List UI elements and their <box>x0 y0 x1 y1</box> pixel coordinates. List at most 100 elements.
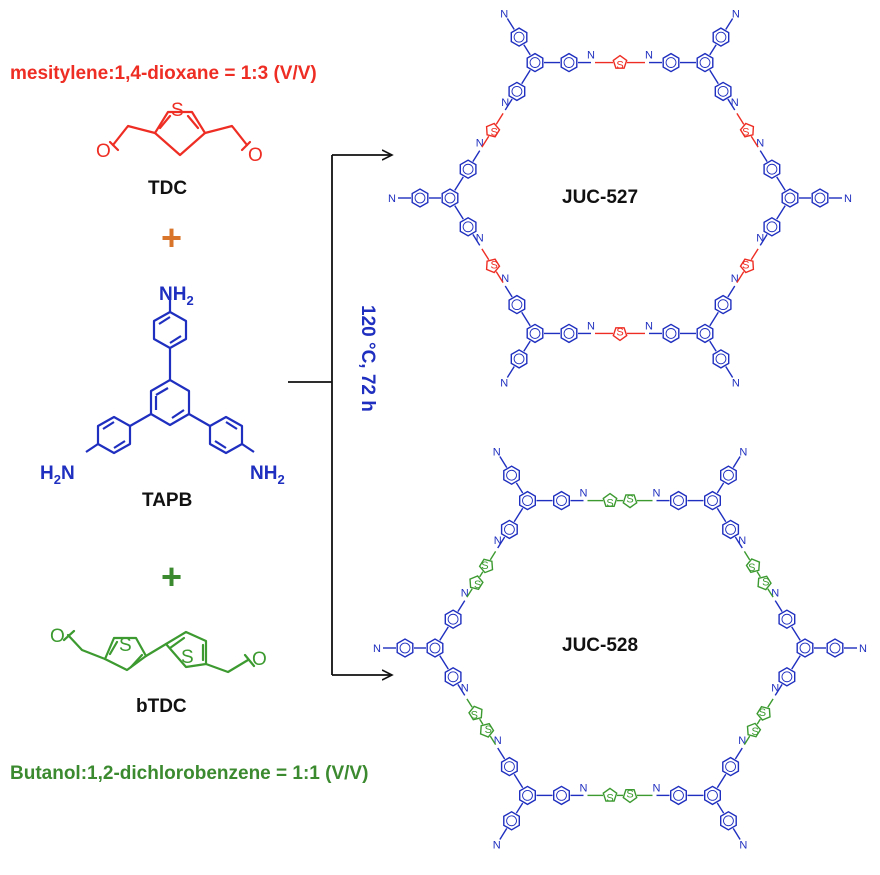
bond <box>759 150 768 162</box>
thiophene-ring <box>602 492 618 507</box>
tapb-amine-right: NH2 <box>250 463 285 487</box>
thiophene-ring <box>602 787 618 802</box>
phenyl-ring <box>508 294 526 315</box>
bond <box>504 285 513 298</box>
linker-bond <box>743 735 751 745</box>
linker-bond <box>750 248 759 261</box>
phenyl-ring-aromatic <box>462 163 474 175</box>
bond <box>513 507 524 523</box>
nitrogen-atom: N <box>501 273 509 285</box>
imine-bond <box>732 828 741 840</box>
bond <box>759 234 768 246</box>
outer-phenyl-ring <box>503 810 520 831</box>
outer-bond <box>523 44 531 56</box>
tapb-core-ring-aromatic <box>529 57 541 68</box>
thiophene-ring <box>622 494 638 509</box>
linker-bond <box>495 113 504 125</box>
btdc-oxygen-left: O <box>50 626 65 647</box>
outer-bond <box>709 340 717 352</box>
thiophene-ring <box>756 705 771 721</box>
bond <box>513 773 524 789</box>
outer-phenyl-ring <box>396 638 414 658</box>
btdc-structure <box>62 629 256 674</box>
phenyl-ring-aromatic <box>781 671 793 683</box>
phenyl-ring-aromatic <box>665 328 677 339</box>
tapb-core-ring <box>696 52 714 73</box>
phenyl-ring-aromatic <box>556 789 567 801</box>
outer-phenyl-ring <box>811 188 829 208</box>
bond <box>709 311 719 327</box>
outer-phenyl-ring <box>503 465 520 486</box>
nitrogen-atom: N <box>738 535 746 547</box>
phenyl-ring-aromatic <box>781 613 793 625</box>
sulfur-atom: S <box>481 560 488 572</box>
tapb-core-ring <box>426 638 444 658</box>
phenyl-ring <box>444 609 462 630</box>
phenyl-ring-aromatic <box>462 221 474 233</box>
nitrogen-atom: N <box>587 320 595 332</box>
plus-icon-bottom: + <box>161 556 182 597</box>
tapb-core-ring-aromatic <box>707 789 718 801</box>
nitrogen-atom: N <box>501 97 509 109</box>
bond <box>472 150 481 162</box>
imine-bond <box>506 18 515 30</box>
phenyl-ring <box>459 159 477 180</box>
nitrogen-atom: N <box>373 643 381 655</box>
sulfur-atom: S <box>742 260 749 272</box>
linker-bond <box>489 551 497 561</box>
reaction-condition: 120 °C, 72 h <box>357 305 378 412</box>
thiophene-ring <box>612 327 628 342</box>
bond <box>521 69 531 85</box>
bond <box>776 176 786 191</box>
nitrogen-atom: N <box>738 735 746 747</box>
sulfur-atom: S <box>748 562 755 574</box>
phenyl-ring <box>560 52 578 73</box>
outer-phenyl-ring <box>510 27 528 47</box>
outer-phenyl-ring-aromatic <box>506 815 517 827</box>
nitrogen-atom: N <box>461 682 469 694</box>
outer-phenyl-ring <box>510 349 528 369</box>
phenyl-ring <box>670 490 687 511</box>
phenyl-ring-aromatic <box>556 495 567 507</box>
phenyl-ring <box>459 216 477 237</box>
outer-bond <box>523 340 531 352</box>
phenyl-ring <box>500 756 518 777</box>
linker-bond <box>736 113 745 125</box>
outer-bond <box>515 482 524 494</box>
tdc-thiophene-ring <box>153 110 207 157</box>
outer-phenyl-ring-aromatic <box>513 31 525 43</box>
tapb-core-ring <box>696 323 714 344</box>
bond <box>454 205 464 220</box>
tdc-aldehyde-left <box>111 124 157 147</box>
tapb-core-ring <box>519 785 536 806</box>
juc-527-label: JUC-527 <box>562 187 638 208</box>
sulfur-atom: S <box>626 494 633 506</box>
bond <box>504 98 513 111</box>
tapb-label: TAPB <box>142 490 192 511</box>
nitrogen-atom: N <box>731 273 739 285</box>
nitrogen-atom: N <box>732 8 740 20</box>
imine-bond <box>499 828 508 840</box>
btdc-aldehyde-right <box>204 658 250 674</box>
imine-bond <box>499 456 508 468</box>
phenyl-ring-aromatic <box>563 328 575 339</box>
phenyl-ring-aromatic <box>504 761 515 772</box>
btdc-thiophene-left <box>103 636 148 672</box>
bond <box>791 626 801 641</box>
phenyl-ring <box>722 756 740 777</box>
tdc-oxygen-right: O <box>248 145 263 166</box>
linker-bond <box>481 135 490 148</box>
imine-bond <box>732 456 741 468</box>
outer-phenyl-ring-aromatic <box>414 192 426 204</box>
tdc-oxygen-left: O <box>96 141 111 162</box>
phenyl-ring-aromatic <box>511 299 523 311</box>
tapb-core-ring-aromatic <box>784 192 796 204</box>
outer-phenyl-ring-aromatic <box>399 642 411 654</box>
sulfur-atom: S <box>474 579 481 591</box>
nitrogen-atom: N <box>461 588 469 600</box>
phenyl-ring <box>670 785 687 806</box>
tdc-sulfur-label: S <box>171 100 184 121</box>
btdc-oxygen-right: O <box>252 649 267 670</box>
nitrogen-atom: N <box>756 138 764 150</box>
